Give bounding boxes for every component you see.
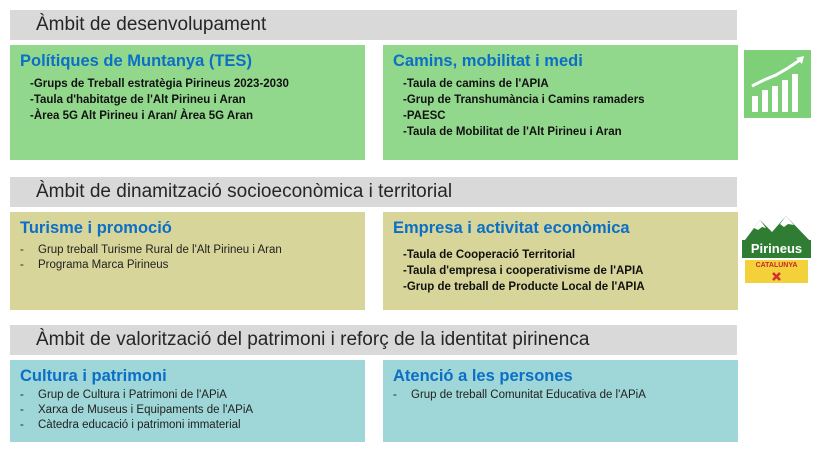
- item-list: -Grup de treball Comunitat Educativa de …: [393, 388, 728, 403]
- list-item: -Taula de Mobilitat de l'Alt Pirineu i A…: [403, 126, 622, 138]
- box-politiques-muntanya: Polítiques de Muntanya (TES) -Grups de T…: [10, 45, 365, 160]
- logo-bottom-band: CATALUNYA: [745, 260, 808, 283]
- item-list: -Grups de Treball estratègia Pirineus 20…: [20, 76, 355, 124]
- box-title: Camins, mobilitat i medi: [393, 52, 583, 70]
- list-item: -Taula de camins de l'APIA: [403, 78, 549, 90]
- pirineus-catalunya-logo: Pirineus CATALUNYA: [742, 214, 811, 285]
- list-item: -Àrea 5G Alt Pirineu i Aran/ Àrea 5G Ara…: [30, 110, 254, 122]
- box-camins-mobilitat: Camins, mobilitat i medi -Taula de camin…: [383, 45, 738, 160]
- list-item: -Càtedra educació i patrimoni immaterial: [20, 419, 241, 431]
- list-item: -Grup de treball de Producte Local de l'…: [403, 281, 645, 293]
- box-cultura-patrimoni: Cultura i patrimoni -Grup de Cultura i P…: [10, 360, 365, 442]
- section-heading-dinamitzacio: Àmbit de dinamització socioeconòmica i t…: [10, 177, 737, 207]
- box-empresa-activitat: Empresa i activitat econòmica -Taula de …: [383, 212, 738, 310]
- box-turisme-promocio: Turisme i promoció -Grup treball Turisme…: [10, 212, 365, 310]
- box-title: Cultura i patrimoni: [20, 367, 167, 385]
- growth-chart-icon: [744, 50, 811, 118]
- section-heading-patrimoni: Àmbit de valorització del patrimoni i re…: [10, 325, 737, 355]
- list-item: -Grup de Transhumància i Camins ramaders: [403, 94, 645, 106]
- list-item: -Taula de Cooperació Territorial: [403, 249, 576, 261]
- list-item: -Grups de Treball estratègia Pirineus 20…: [30, 78, 289, 90]
- logo-cross-icon: [772, 272, 781, 281]
- section-heading-desenvolupament: Àmbit de desenvolupament: [10, 10, 737, 40]
- box-title: Empresa i activitat econòmica: [393, 219, 630, 237]
- list-item: -Taula d'empresa i cooperativisme de l'A…: [403, 265, 644, 277]
- box-atencio-persones: Atenció a les persones -Grup de treball …: [383, 360, 738, 442]
- list-item: -PAESC: [403, 110, 446, 122]
- item-list: -Taula de Cooperació Territorial -Taula …: [393, 247, 728, 295]
- list-item: -Grup de Cultura i Patrimoni de l'APiA: [20, 389, 227, 401]
- list-item: -Programa Marca Pirineus: [20, 259, 169, 271]
- list-item: -Grup de treball Comunitat Educativa de …: [393, 389, 646, 401]
- logo-bottom-text: CATALUNYA: [755, 262, 798, 269]
- box-title: Atenció a les persones: [393, 367, 573, 385]
- item-list: -Grup de Cultura i Patrimoni de l'APiA -…: [20, 388, 355, 433]
- list-item: -Xarxa de Museus i Equipaments de l'APiA: [20, 404, 254, 416]
- box-title: Turisme i promoció: [20, 219, 172, 237]
- item-list: -Taula de camins de l'APIA -Grup de Tran…: [393, 76, 728, 140]
- list-item: -Taula d'habitatge de l'Alt Pirineu i Ar…: [30, 94, 246, 106]
- logo-top-text: Pirineus: [742, 240, 811, 258]
- box-title: Polítiques de Muntanya (TES): [20, 52, 252, 70]
- item-list: -Grup treball Turisme Rural de l'Alt Pir…: [20, 243, 355, 273]
- list-item: -Grup treball Turisme Rural de l'Alt Pir…: [20, 244, 282, 256]
